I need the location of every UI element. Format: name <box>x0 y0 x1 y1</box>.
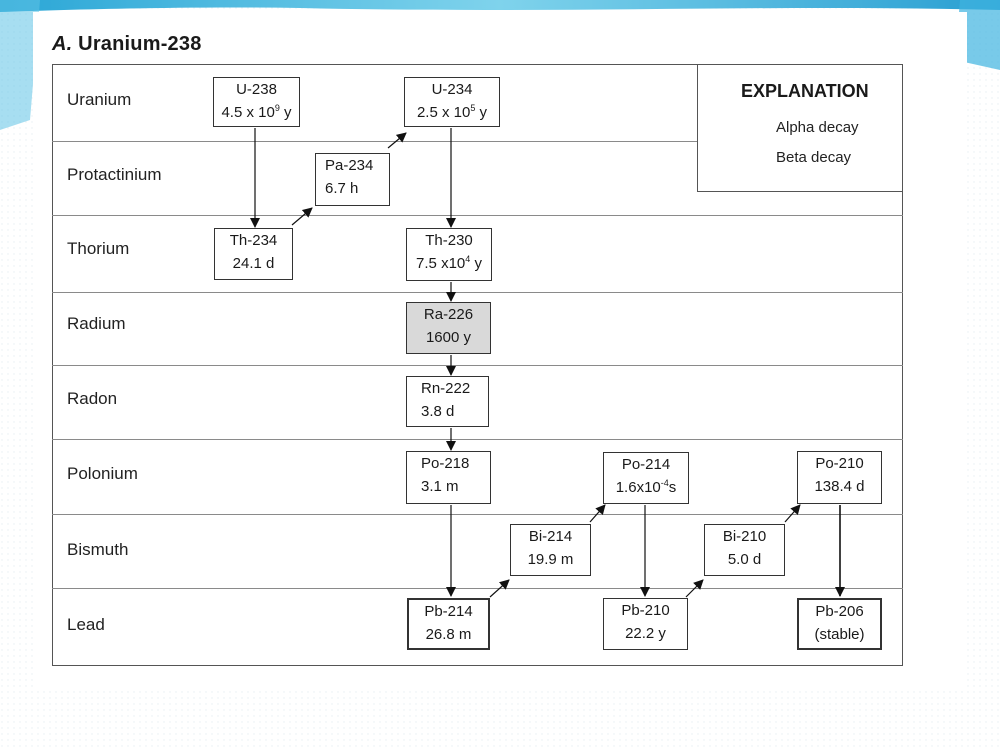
nuclide-name: U-234 <box>431 81 473 98</box>
row-divider <box>52 292 903 293</box>
nuclide-half-life: (stable) <box>814 626 865 643</box>
legend-beta-label: Beta decay <box>776 149 852 166</box>
nuclide-box-po214: Po-214 1.6x10-4s <box>603 452 689 504</box>
row-divider <box>52 141 903 142</box>
legend-box <box>697 64 903 192</box>
nuclide-half-life: 6.7 h <box>325 180 359 197</box>
nuclide-box-bi214: Bi-214 19.9 m <box>510 524 591 576</box>
nuclide-name: Pb-210 <box>621 602 670 619</box>
nuclide-half-life: 5.0 d <box>727 551 762 568</box>
nuclide-name: Bi-210 <box>722 528 767 545</box>
nuclide-half-life: 1.6x10-4s <box>615 478 677 496</box>
nuclide-box-rn222: Rn-222 3.8 d <box>406 376 489 427</box>
row-label-thorium: Thorium <box>67 239 130 258</box>
nuclide-half-life: 4.5 x 109 y <box>221 103 292 121</box>
nuclide-box-pb206: Pb-206 (stable) <box>797 598 882 650</box>
nuclide-name: Po-210 <box>815 455 864 472</box>
nuclide-name: Po-214 <box>621 456 671 473</box>
beta-arrow-bi210-po210 <box>784 504 801 523</box>
nuclide-box-po218: Po-218 3.1 m <box>406 451 491 504</box>
beta-arrow-bi214-po214 <box>589 504 606 523</box>
row-label-protactinium: Protactinium <box>67 165 162 184</box>
nuclide-name: Th-234 <box>229 232 278 249</box>
nuclide-box-po210: Po-210 138.4 d <box>797 451 882 504</box>
nuclide-half-life: 2.5 x 105 y <box>416 103 488 121</box>
beta-arrow-pb214-bi214 <box>489 579 510 598</box>
row-label-lead: Lead <box>67 615 105 634</box>
row-label-uranium: Uranium <box>67 90 132 109</box>
nuclide-box-u238: U-238 4.5 x 109 y <box>213 77 300 127</box>
nuclide-half-life: 3.1 m <box>421 478 459 495</box>
nuclide-name: Pb-214 <box>424 603 473 620</box>
row-divider <box>52 215 903 216</box>
beta-arrow-th234-pa234 <box>291 207 313 226</box>
row-divider <box>52 365 903 366</box>
beta-arrow-pa234-u234 <box>387 132 407 149</box>
beta-arrow-pb210-bi210 <box>685 579 704 598</box>
legend-title: EXPLANATION <box>741 81 869 101</box>
nuclide-box-bi210: Bi-210 5.0 d <box>704 524 785 576</box>
nuclide-half-life: 24.1 d <box>232 255 275 272</box>
nuclide-box-ra226: Ra-226 1600 y <box>406 302 491 354</box>
nuclide-name: Pa-234 <box>325 157 374 174</box>
nuclide-name: Rn-222 <box>421 380 471 397</box>
nuclide-box-pa234: Pa-234 6.7 h <box>315 153 390 206</box>
figure-title-text: Uranium-238 <box>78 33 202 55</box>
row-divider <box>52 439 903 440</box>
figure-title: A. Uranium-238 <box>52 33 202 56</box>
legend-alpha-label: Alpha decay <box>776 119 859 136</box>
row-label-polonium: Polonium <box>67 464 138 483</box>
nuclide-half-life: 22.2 y <box>625 625 666 642</box>
nuclide-name: Bi-214 <box>528 528 573 545</box>
row-label-radium: Radium <box>67 314 126 333</box>
row-label-radon: Radon <box>67 389 118 408</box>
nuclide-box-u234: U-234 2.5 x 105 y <box>404 77 500 127</box>
row-divider <box>52 514 903 515</box>
nuclide-box-pb210: Pb-210 22.2 y <box>603 598 688 650</box>
nuclide-name: Ra-226 <box>423 306 474 323</box>
figure-title-letter: A. <box>52 33 73 55</box>
nuclide-half-life: 138.4 d <box>814 478 865 495</box>
nuclide-name: U-238 <box>236 81 277 98</box>
nuclide-half-life: 3.8 d <box>421 403 455 420</box>
nuclide-half-life: 1600 y <box>425 329 472 346</box>
nuclide-name: Po-218 <box>421 455 470 472</box>
nuclide-box-th234: Th-234 24.1 d <box>214 228 293 280</box>
nuclide-box-th230: Th-230 7.5 x104 y <box>406 228 492 281</box>
nuclide-name: Th-230 <box>425 232 473 249</box>
row-divider <box>52 588 903 589</box>
nuclide-half-life: 19.9 m <box>527 551 574 568</box>
nuclide-half-life: 7.5 x104 y <box>416 254 482 272</box>
nuclide-box-pb214: Pb-214 26.8 m <box>407 598 490 650</box>
nuclide-half-life: 26.8 m <box>425 626 472 643</box>
row-label-bismuth: Bismuth <box>67 540 129 559</box>
nuclide-name: Pb-206 <box>815 603 864 620</box>
